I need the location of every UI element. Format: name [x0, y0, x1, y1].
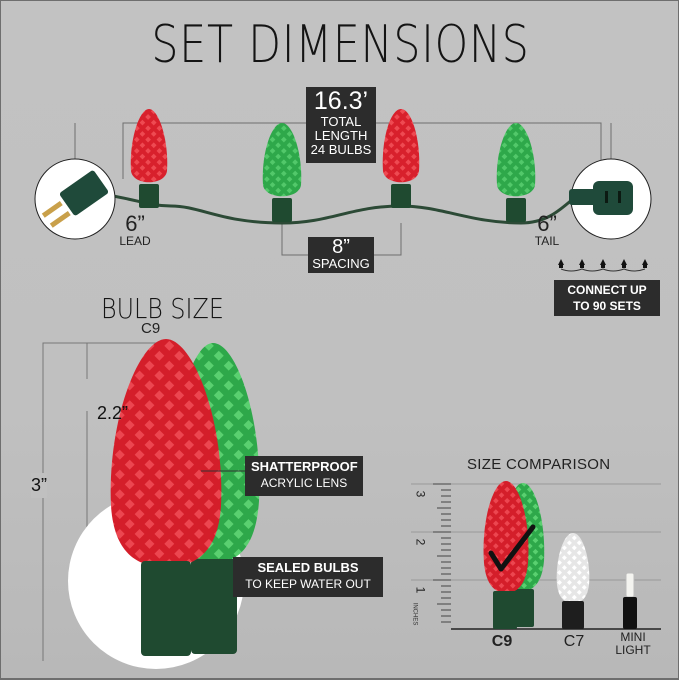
light-string-diagram: [34, 109, 652, 272]
ruler-unit: INCHES: [411, 602, 418, 626]
female-plug-icon: [569, 158, 652, 240]
size-comparison-chart: [411, 481, 661, 630]
connect-line-2: TO 90 SETS: [573, 299, 641, 313]
tail-text: TAIL: [534, 234, 560, 248]
lead-text: LEAD: [119, 234, 151, 248]
lead-label: 6” LEAD: [115, 213, 155, 248]
c7-label: C7: [563, 633, 585, 650]
bulb-size-diagram: [42, 339, 260, 669]
connect-line-1: CONNECT UP: [567, 283, 647, 297]
page-title: SET DIMENSIONS: [151, 15, 530, 75]
mini-string-icon: [558, 259, 648, 272]
tail-value: 6”: [537, 211, 557, 236]
spacing-badge: 8” SPACING: [308, 237, 374, 273]
feature-2-text: TO KEEP WATER OUT: [245, 577, 371, 591]
mini-light-label-2: LIGHT: [615, 643, 651, 657]
male-plug-icon: [34, 158, 116, 240]
total-length-label-1: TOTAL: [320, 114, 362, 129]
ruler-tick-1: 1: [413, 586, 428, 594]
size-comparison-title: SIZE COMPARISON: [467, 456, 611, 473]
bulb-red-1: [130, 109, 168, 208]
total-height-label: 3”: [31, 473, 48, 498]
feature-1-title: SHATTERPROOF: [251, 459, 358, 474]
total-length-value: 16.3’: [313, 87, 369, 115]
feature-1-text: ACRYLIC LENS: [260, 476, 348, 490]
feature-shatterproof: SHATTERPROOF ACRYLIC LENS: [245, 456, 363, 496]
connect-sets-badge: CONNECT UP TO 90 SETS: [554, 280, 660, 316]
lens-height-label: 2.2”: [97, 403, 129, 423]
mini-light-label: MINI LIGHT: [605, 631, 661, 657]
bulb-red-2: [382, 109, 420, 208]
total-length-label-2: LENGTH: [314, 128, 368, 143]
ruler-tick-3: 3: [413, 490, 428, 498]
total-length-badge: 16.3’ TOTAL LENGTH 24 BULBS: [306, 87, 376, 163]
ruler-tick-2: 2: [413, 538, 428, 546]
bulb-size-subtitle: C9: [141, 320, 161, 337]
feature-2-title: SEALED BULBS: [257, 560, 359, 575]
tail-label: 6” TAIL: [527, 213, 567, 248]
bulb-green-2: [496, 123, 536, 222]
c9-label: C9: [491, 633, 513, 650]
bulb-green-1: [262, 123, 302, 222]
bulb-size-title: BULB SIZE: [101, 292, 224, 325]
mini-light-label-1: MINI: [620, 630, 646, 644]
lead-value: 6”: [125, 211, 145, 236]
feature-sealed: SEALED BULBS TO KEEP WATER OUT: [233, 557, 383, 597]
spacing-label: SPACING: [312, 256, 370, 271]
bulb-count: 24 BULBS: [310, 142, 372, 157]
spacing-value: 8”: [332, 236, 350, 258]
